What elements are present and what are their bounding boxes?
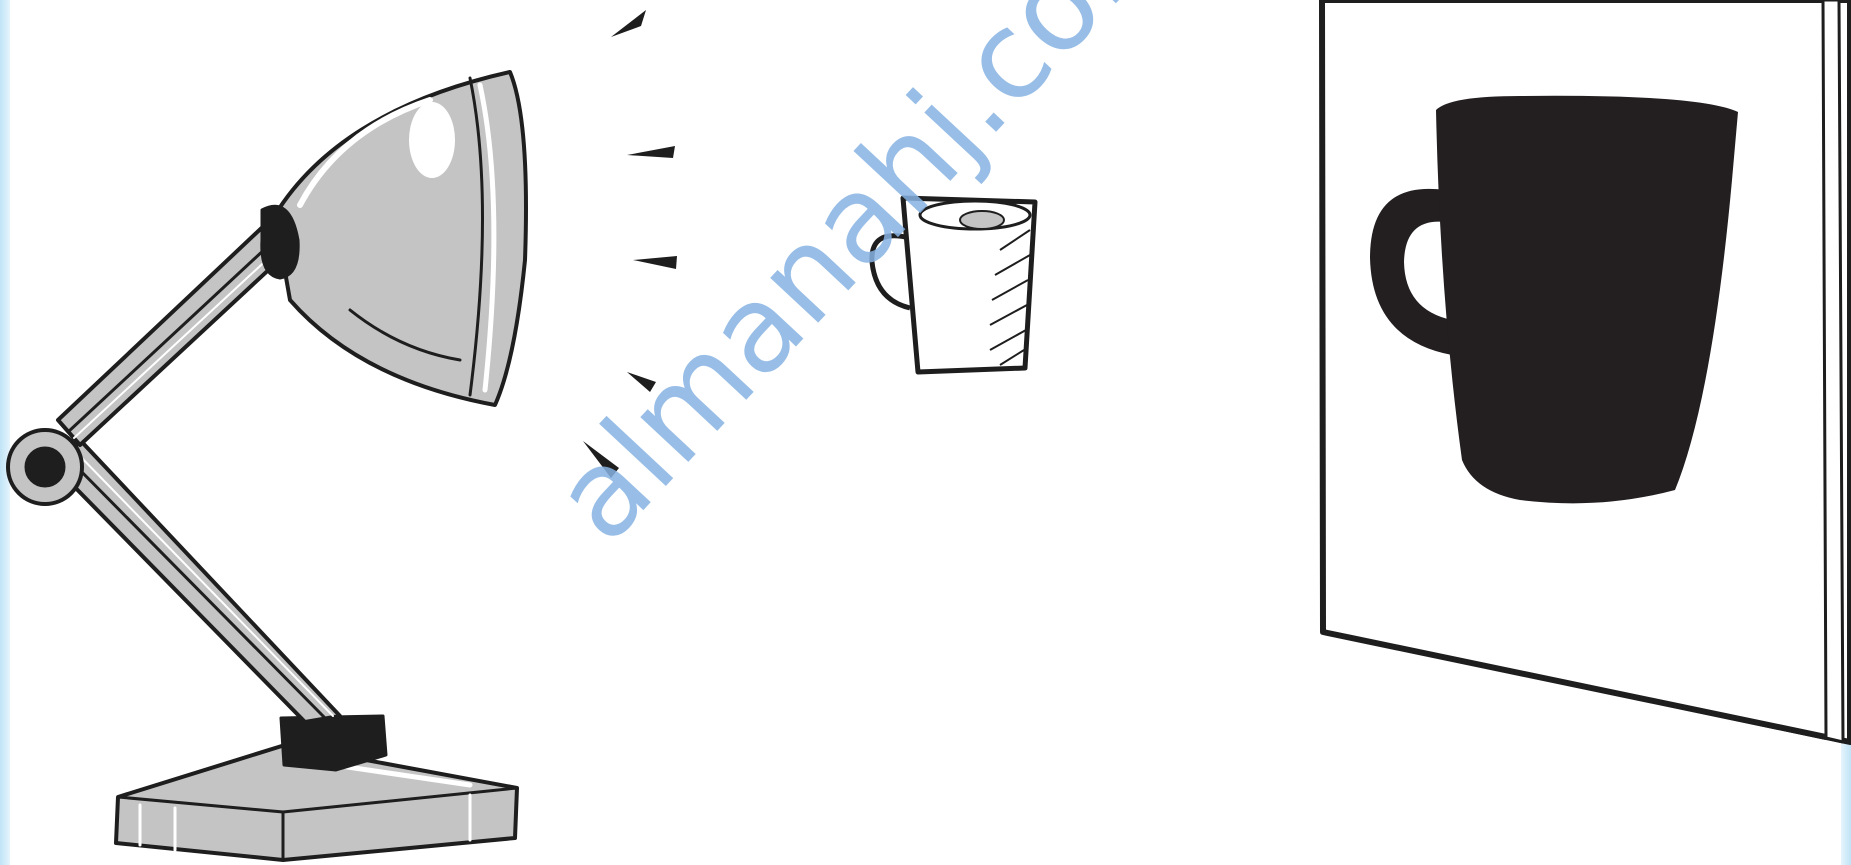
light-ray-3 bbox=[633, 256, 677, 269]
lamp-shade bbox=[275, 72, 526, 405]
light-ray-1 bbox=[611, 10, 646, 37]
watermark-text: almanahj.com/ bbox=[528, 0, 1238, 568]
projection-screen bbox=[1322, 0, 1850, 742]
mug-coffee bbox=[960, 211, 1004, 229]
lamp-lower-arm bbox=[58, 440, 340, 722]
screen-side bbox=[1823, 0, 1843, 742]
lamp-elbow-joint bbox=[8, 430, 82, 504]
desk-lamp bbox=[8, 72, 526, 860]
lamp-upper-arm bbox=[58, 220, 290, 445]
light-ray-2 bbox=[627, 146, 675, 158]
